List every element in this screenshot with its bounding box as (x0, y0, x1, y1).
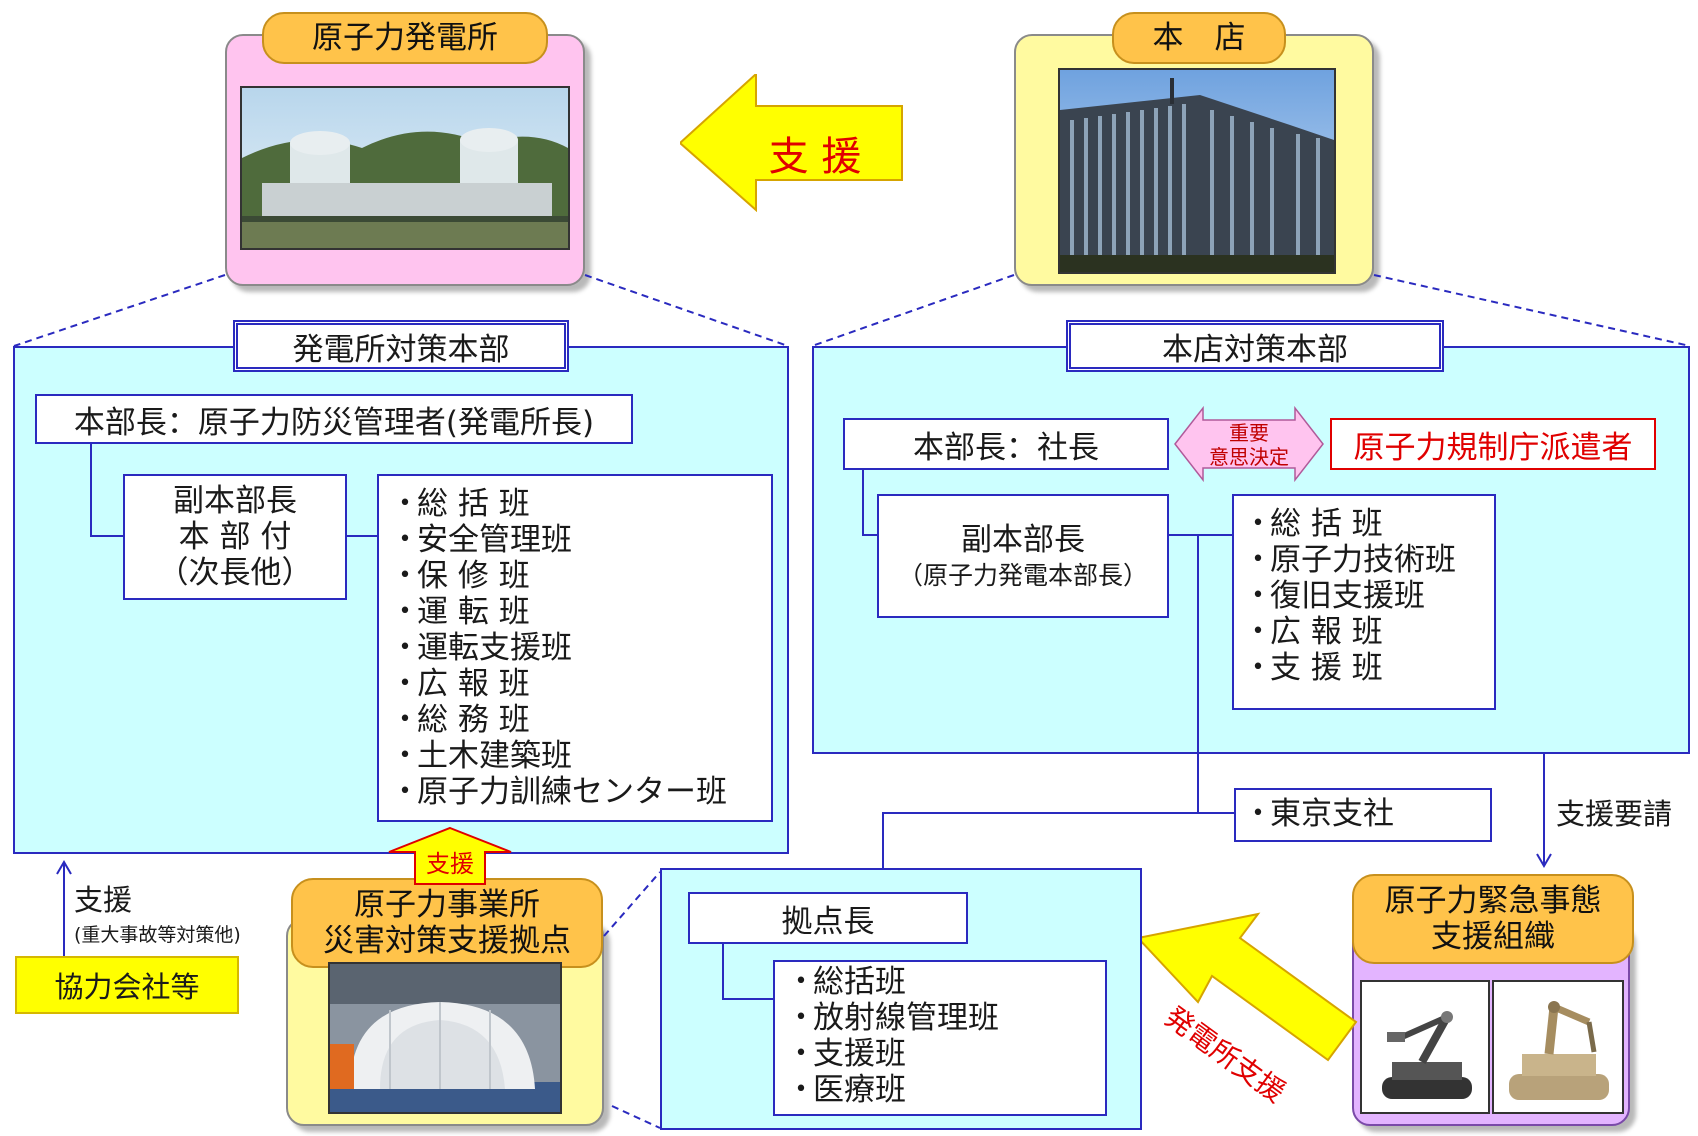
support-arrow-big-label: 支 援 (768, 134, 862, 180)
partner-support-note: (重大事故等対策他) (74, 924, 241, 946)
base-team-list: •総括班 •放射線管理班 •支援班 •医療班 (789, 964, 1105, 1108)
plant-teams-box: •総 括 班 •安全管理班 •保 修 班 •運 転 班 •運転支援班 •広 報 … (377, 474, 773, 822)
base-conn-h (722, 998, 774, 1000)
ho-conn-h2 (1168, 534, 1232, 536)
ho-deputy-line-2: （原子力発電本部長） (897, 561, 1148, 590)
list-item: •医療班 (794, 1072, 907, 1108)
list-item: •原子力訓練センター班 (398, 774, 728, 810)
list-item: •東京支社 (1251, 796, 1395, 832)
support-request-label: 支援要請 (1556, 797, 1673, 831)
head-office-photo (1058, 68, 1336, 274)
decision-label: 重要 意思決定 (1198, 420, 1300, 470)
partner-support-label: 支援 (74, 883, 133, 917)
plant-conn-h1 (90, 535, 124, 537)
base-title-line-1: 原子力事業所 (354, 887, 540, 923)
partner-box: 協力会社等 (15, 956, 239, 1014)
plant-conn-h2 (346, 535, 378, 537)
decision-line-1: 重要 (1229, 421, 1269, 445)
list-item: •広 報 班 (398, 666, 530, 702)
head-office-teams-box: •総 括 班 •原子力技術班 •復旧支援班 •広 報 班 •支 援 班 (1232, 494, 1496, 710)
plant-title: 原子力発電所 (262, 12, 548, 64)
tent-photo (328, 962, 562, 1114)
plant-chief-box: 本部長：原子力防災管理者(発電所長) (35, 394, 633, 444)
partner-support-arrow (56, 860, 72, 956)
ho-conn-base-h (882, 812, 1198, 814)
head-office-hq-title: 本店対策本部 (1066, 320, 1444, 372)
head-office-deputy-box: 副本部長 （原子力発電本部長） (877, 494, 1169, 618)
head-office-title: 本 店 (1112, 12, 1286, 64)
ho-conn-v2 (1197, 534, 1199, 814)
plant-deputy-line-1: 副本部長 (173, 483, 297, 519)
list-item: •総 括 班 (398, 486, 530, 522)
plant-deputy-line-2: 本 部 付 (178, 519, 292, 555)
ho-deputy-line-1: 副本部長 (961, 522, 1085, 558)
head-office-chief-box: 本部長：社長 (843, 418, 1169, 470)
tokyo-box: •東京支社 (1234, 788, 1492, 842)
list-item: •原子力技術班 (1251, 542, 1457, 578)
list-item: •広 報 班 (1251, 614, 1383, 650)
card-connectors (13, 274, 1691, 347)
tokyo-list: •東京支社 (1246, 796, 1490, 832)
plant-team-list: •総 括 班 •安全管理班 •保 修 班 •運 転 班 •運転支援班 •広 報 … (393, 486, 771, 810)
base-chief-box: 拠点長 (688, 892, 968, 944)
ho-conn-v (862, 470, 864, 535)
ho-conn-h1 (862, 534, 878, 536)
head-office-team-list: •総 括 班 •原子力技術班 •復旧支援班 •広 報 班 •支 援 班 (1246, 506, 1494, 686)
plant-conn-v (90, 444, 92, 536)
base-connectors (603, 871, 661, 1129)
ho-conn-tokyo (1197, 812, 1235, 814)
base-teams-box: •総括班 •放射線管理班 •支援班 •医療班 (773, 960, 1107, 1116)
list-item: •保 修 班 (398, 558, 530, 594)
plant-deputy-line-3: （次長他） (157, 555, 313, 591)
plant-deputy-box: 副本部長 本 部 付 （次長他） (123, 474, 347, 600)
list-item: •総括班 (794, 964, 907, 1000)
list-item: •放射線管理班 (794, 1000, 1000, 1036)
plant-photo (240, 86, 570, 250)
decision-line-2: 意思決定 (1209, 445, 1289, 469)
emergency-title: 原子力緊急事態 支援組織 (1352, 874, 1634, 964)
support-request-arrow (1536, 754, 1552, 868)
robot-photo-2 (1492, 980, 1624, 1114)
regulator-box: 原子力規制庁派遣者 (1330, 418, 1656, 470)
list-item: •復旧支援班 (1251, 578, 1426, 614)
list-item: •支援班 (794, 1036, 907, 1072)
plant-support-arrow (1136, 912, 1358, 1062)
list-item: •支 援 班 (1251, 650, 1383, 686)
support-arrow-small-label: 支援 (426, 849, 474, 878)
emergency-title-line-2: 支援組織 (1431, 919, 1555, 955)
list-item: •総 括 班 (1251, 506, 1383, 542)
list-item: •安全管理班 (398, 522, 573, 558)
plant-hq-title: 発電所対策本部 (233, 320, 569, 372)
list-item: •運転支援班 (398, 630, 573, 666)
base-title-line-2: 災害対策支援拠点 (323, 923, 571, 959)
list-item: •総 務 班 (398, 702, 530, 738)
robot-photo-1 (1360, 980, 1490, 1114)
base-conn-v (722, 944, 724, 1000)
list-item: •土木建築班 (398, 738, 573, 774)
emergency-title-line-1: 原子力緊急事態 (1384, 883, 1602, 919)
list-item: •運 転 班 (398, 594, 530, 630)
support-arrow-big (680, 74, 903, 212)
support-arrow-small (388, 826, 512, 885)
decision-arrow (1174, 405, 1324, 483)
ho-conn-base-v (882, 812, 884, 894)
